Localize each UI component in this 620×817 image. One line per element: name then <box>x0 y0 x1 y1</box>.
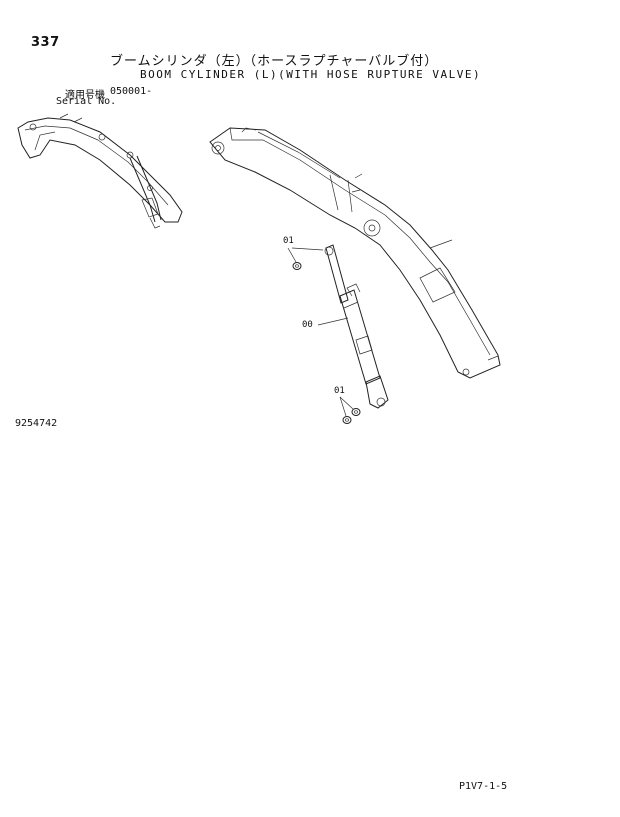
serial-number-value: 050001- <box>110 86 153 97</box>
page-number: 337 <box>31 35 60 50</box>
title-english: BOOM CYLINDER (L)(WITH HOSE RUPTURE VALV… <box>140 68 482 81</box>
callout-part-01-bottom: 01 <box>334 386 345 396</box>
overview-boom-drawing <box>17 113 183 229</box>
serial-label-english: Serial No. <box>56 96 117 107</box>
leader-lines <box>287 247 354 417</box>
title-japanese: ブームシリンダ（左）（ホースラプチャーバルブ付） <box>110 54 439 69</box>
boom-drawing <box>209 127 501 379</box>
drawing-number: 9254742 <box>15 418 58 429</box>
callout-part-01-top: 01 <box>283 236 294 246</box>
pin-parts <box>292 262 361 424</box>
page-code: P1V7-1-5 <box>459 781 508 792</box>
callout-part-00: 00 <box>302 320 313 330</box>
boom-cylinder-drawing <box>324 244 389 409</box>
serial-label-japanese: 適用号機 <box>65 90 105 101</box>
